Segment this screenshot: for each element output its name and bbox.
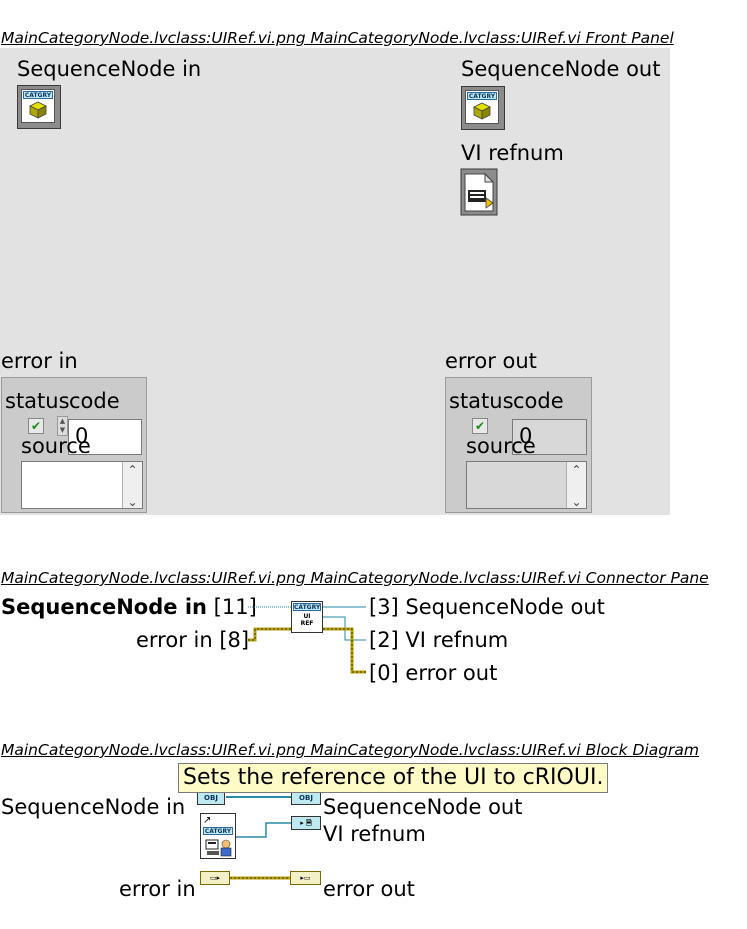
bd-seq-in-terminal[interactable]: OBJ — [197, 791, 225, 805]
connector-pane-caption: MainCategoryNode.lvclass:UIRef.vi.png Ma… — [1, 569, 709, 587]
error-in-code-label: code — [69, 389, 120, 413]
bd-comment: Sets the reference of the UI to cRIOUI. — [178, 763, 609, 793]
bd-error-out-terminal[interactable]: ▸▭ — [290, 871, 321, 885]
cp-seq-in-label: SequenceNode in [11] — [1, 595, 257, 619]
error-in-status-checkbox[interactable]: ✔ — [28, 418, 44, 434]
error-out-source-display: ⌃⌄ — [466, 461, 587, 509]
bd-class-tag: CATGRY — [203, 827, 233, 835]
error-in-label: error in — [1, 349, 78, 373]
class-tag-label: CATGRY — [467, 92, 497, 100]
error-in-source-input[interactable]: ⌃⌄ — [21, 461, 143, 509]
seq-in-label: SequenceNode in — [17, 57, 202, 81]
cp-subvi-line1: UI — [303, 613, 311, 620]
bd-error-out-label: error out — [323, 877, 415, 901]
error-in-source-scrollbar[interactable]: ⌃⌄ — [122, 462, 142, 509]
bd-seq-out-terminal[interactable]: OBJ — [291, 791, 321, 805]
error-out-code-label: code — [513, 389, 564, 413]
shortcut-arrow-icon: ↗ — [203, 815, 212, 826]
seq-in-control[interactable]: CATGRY — [17, 85, 61, 129]
bd-wires — [226, 796, 291, 880]
error-out-code-display: 0 — [512, 419, 587, 455]
cp-vi-refnum-label: [2] VI refnum — [369, 628, 509, 652]
error-out-status-led: ✔ — [472, 418, 488, 434]
cp-seq-in-name: SequenceNode in — [1, 595, 207, 619]
error-out-label: error out — [445, 349, 537, 373]
error-in-code-spinner[interactable]: ▲▼ — [57, 416, 68, 436]
seq-out-indicator: CATGRY — [461, 86, 505, 130]
bd-seq-out-label: SequenceNode out — [323, 795, 523, 819]
class-cube-icon — [29, 101, 47, 119]
class-cube-icon — [473, 102, 491, 120]
error-out-source-label: source — [466, 434, 536, 458]
cp-error-out-label: [0] error out — [369, 661, 498, 685]
error-out-source-scrollbar[interactable]: ⌃⌄ — [566, 462, 586, 509]
seq-out-label: SequenceNode out — [461, 57, 661, 81]
cp-seq-in-index: [11] — [213, 595, 257, 619]
cp-seq-out-label: [3] SequenceNode out — [369, 595, 605, 619]
cp-subvi-line2: REF — [300, 620, 314, 627]
error-in-code-input[interactable]: 0 — [68, 419, 142, 455]
front-panel-caption: MainCategoryNode.lvclass:UIRef.vi.png Ma… — [1, 29, 674, 47]
vi-user-icon — [205, 839, 232, 857]
vi-refnum-label: VI refnum — [461, 141, 564, 165]
bd-static-vi-ref-node[interactable]: ↗ CATGRY — [200, 813, 236, 859]
block-diagram-caption: MainCategoryNode.lvclass:UIRef.vi.png Ma… — [1, 741, 700, 759]
bd-error-in-label: error in — [119, 877, 196, 901]
error-in-status-label: status — [5, 389, 70, 413]
vi-refnum-icon — [460, 168, 498, 216]
cp-error-in-label: error in [8] — [136, 628, 250, 652]
bd-error-in-terminal[interactable]: ▭▸ — [200, 871, 230, 885]
bd-vi-refnum-terminal[interactable]: ▸ 🗎 — [291, 816, 321, 830]
bd-seq-in-label: SequenceNode in — [1, 795, 186, 819]
cp-wires — [248, 606, 366, 674]
cp-subvi-tag: CATGRY — [293, 603, 321, 611]
error-in-source-label: source — [21, 434, 91, 458]
class-tag-label: CATGRY — [23, 91, 53, 99]
error-out-status-label: status — [449, 389, 514, 413]
bd-vi-refnum-label: VI refnum — [323, 822, 426, 846]
